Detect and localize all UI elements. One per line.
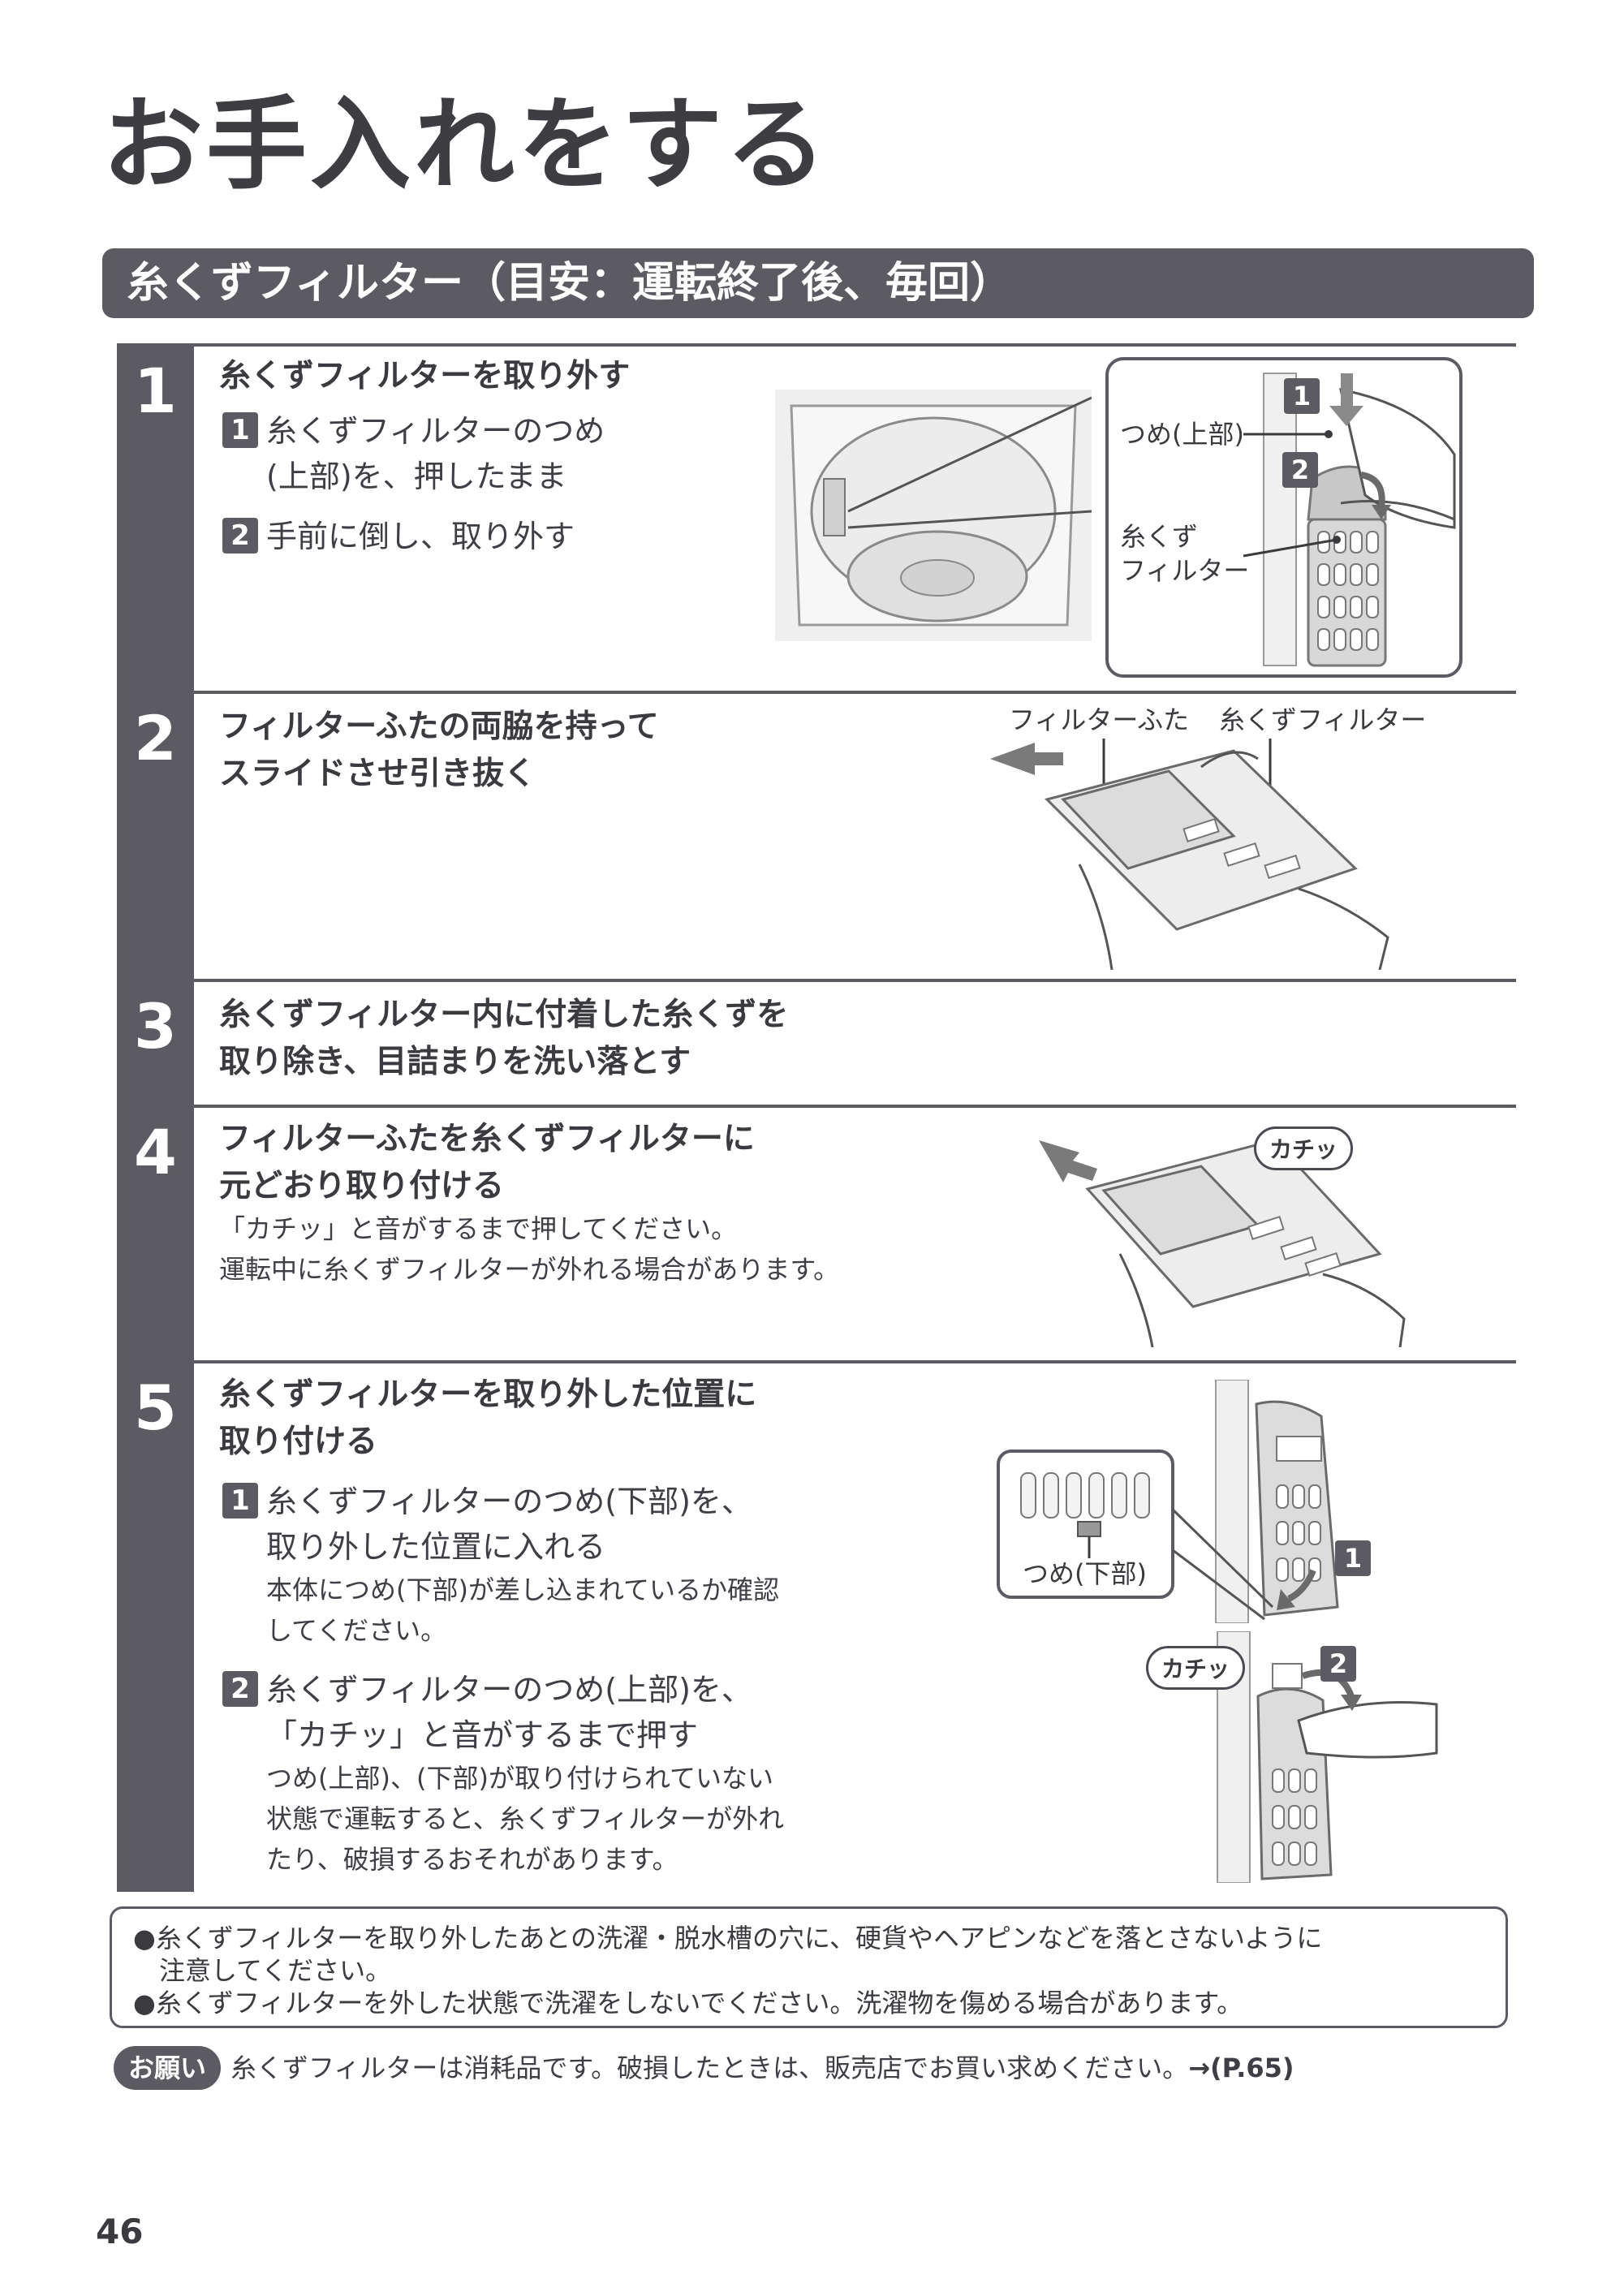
callout-badge-1: 1: [1335, 1540, 1371, 1576]
filter-zoom-callout: [1105, 357, 1462, 678]
step-title-line: フィルターふたを糸くずフィルターに: [219, 1121, 755, 1157]
note-line: たり、破損するおそれがあります。: [266, 1844, 678, 1875]
step-title-line: 元どおり取り付ける: [219, 1168, 505, 1204]
label-filter-line1: 糸くず: [1120, 521, 1199, 552]
caution-line: 注意してください。: [133, 1955, 392, 1986]
substep-badge: 1: [222, 411, 258, 448]
slide-out-illustration: [990, 734, 1412, 970]
click-sound-label: カチッ: [1146, 1646, 1246, 1690]
label-lint-filter: 糸くずフィルター: [1219, 704, 1427, 735]
label-filter-cover: フィルターふた: [1009, 704, 1190, 735]
substep-text: 糸くずフィルターのつめ(下部)を、: [266, 1484, 752, 1519]
request-badge: お願い: [114, 2046, 222, 2090]
note-line: 運転中に糸くずフィルターが外れる場合があります。: [219, 1254, 840, 1285]
step-title-line: 糸くずフィルター内に付着した糸くずを: [219, 997, 789, 1033]
substep-badge: 2: [222, 1670, 258, 1707]
substep-text: (上部)を、押したまま: [266, 459, 567, 494]
step-number: 4: [117, 1105, 194, 1360]
callout-badge-2: 2: [1320, 1646, 1356, 1682]
washer-tub-illustration: [775, 390, 1092, 641]
note-line: 状態で運転すると、糸くずフィルターが外れ: [266, 1803, 785, 1834]
step-divider: [194, 979, 1516, 982]
step-number: 2: [117, 691, 194, 979]
step-title-line: 取り除き、目詰まりを洗い落とす: [219, 1044, 691, 1080]
step-title-line: スライドさせ引き抜く: [219, 756, 536, 792]
step-divider: [194, 343, 1516, 347]
reattach-top-illustration: [1201, 1631, 1445, 1883]
step-number: 3: [117, 979, 194, 1105]
substep-text: 取り外した位置に入れる: [266, 1529, 606, 1565]
step-title-line: フィルターふたの両脇を持って: [219, 709, 659, 745]
click-sound-label: カチッ: [1254, 1126, 1354, 1170]
note-line: 「カチッ」と音がするまで押してください。: [219, 1213, 738, 1244]
caution-box: ●糸くずフィルターを取り外したあとの洗濯・脱水槽の穴に、硬貨やヘアピンなどを落と…: [110, 1906, 1508, 2028]
note-line: つめ(上部)、(下部)が取り付けられていない: [266, 1763, 773, 1794]
page-reference-link[interactable]: →(P.65): [1188, 2053, 1294, 2083]
label-filter-line2: フィルター: [1120, 555, 1250, 586]
caution-line: ●糸くずフィルターを取り外したあとの洗濯・脱水槽の穴に、硬貨やヘアピンなどを落と…: [133, 1923, 1323, 1954]
substep-text: 糸くずフィルターのつめ(上部)を、: [266, 1672, 752, 1708]
step-number: 5: [117, 1360, 194, 1892]
substep-text: 「カチッ」と音がするまで押す: [266, 1717, 699, 1753]
step-title: フィルターふたの両脇を持って スライドさせ引き抜く: [219, 704, 659, 798]
step-title: 糸くずフィルターを取り外す: [219, 358, 631, 394]
label-claw-top: つめ(上部): [1120, 419, 1244, 450]
request-text: 糸くずフィルターは消耗品です。破損したときは、販売店でお買い求めください。: [230, 2053, 1189, 2083]
substep-text: 糸くずフィルターのつめ: [266, 413, 605, 449]
step-title-line: 取り付ける: [219, 1424, 378, 1460]
attach-cover-illustration: [1039, 1132, 1412, 1347]
request-note: お願い糸くずフィルターは消耗品です。破損したときは、販売店でお買い求めください。…: [114, 2046, 1294, 2090]
step-title: 糸くずフィルターを取り外した位置に 取り付ける: [219, 1372, 756, 1466]
reattach-bottom-illustration: [997, 1380, 1362, 1623]
page-number: 46: [96, 2212, 144, 2251]
callout-badge-1: 1: [1284, 378, 1320, 414]
label-claw-bottom: つめ(下部): [1023, 1558, 1147, 1589]
step-title-line: 糸くずフィルターを取り外した位置に: [219, 1376, 757, 1413]
note-line: してください。: [266, 1615, 447, 1646]
step-title: 糸くずフィルター内に付着した糸くずを 取り除き、目詰まりを洗い落とす: [219, 992, 788, 1086]
step-4: 4 フィルターふたを糸くずフィルターに 元どおり取り付ける 「カチッ」と音がする…: [117, 1105, 1516, 1360]
step-2: 2 フィルターふたの両脇を持って スライドさせ引き抜く: [117, 691, 1516, 979]
note-line: 本体につめ(下部)が差し込まれているか確認: [266, 1574, 780, 1605]
step-number: 1: [117, 343, 194, 691]
substep-note: 本体につめ(下部)が差し込まれているか確認 してください。: [266, 1570, 779, 1651]
substep-note: つめ(上部)、(下部)が取り付けられていない 状態で運転すると、糸くずフィルター…: [266, 1758, 784, 1880]
step-divider: [194, 1105, 1516, 1108]
step-note: 「カチッ」と音がするまで押してください。 運転中に糸くずフィルターが外れる場合が…: [219, 1208, 839, 1290]
step-divider: [194, 1360, 1516, 1363]
caution-line: ●糸くずフィルターを外した状態で洗濯をしないでください。洗濯物を傷める場合があり…: [133, 1988, 1243, 2018]
substep-badge: 2: [222, 517, 258, 554]
substep-text: 手前に倒し、取り外す: [266, 519, 575, 554]
substep-badge: 1: [222, 1482, 258, 1518]
step-title: フィルターふたを糸くずフィルターに 元どおり取り付ける: [219, 1116, 755, 1210]
page-title: お手入れをする: [102, 87, 830, 204]
step-3: 3 糸くずフィルター内に付着した糸くずを 取り除き、目詰まりを洗い落とす: [117, 979, 1516, 1105]
step-divider: [194, 691, 1516, 694]
section-banner: 糸くずフィルター（目安：運転終了後、毎回）: [102, 248, 1534, 318]
callout-badge-2: 2: [1282, 452, 1318, 488]
